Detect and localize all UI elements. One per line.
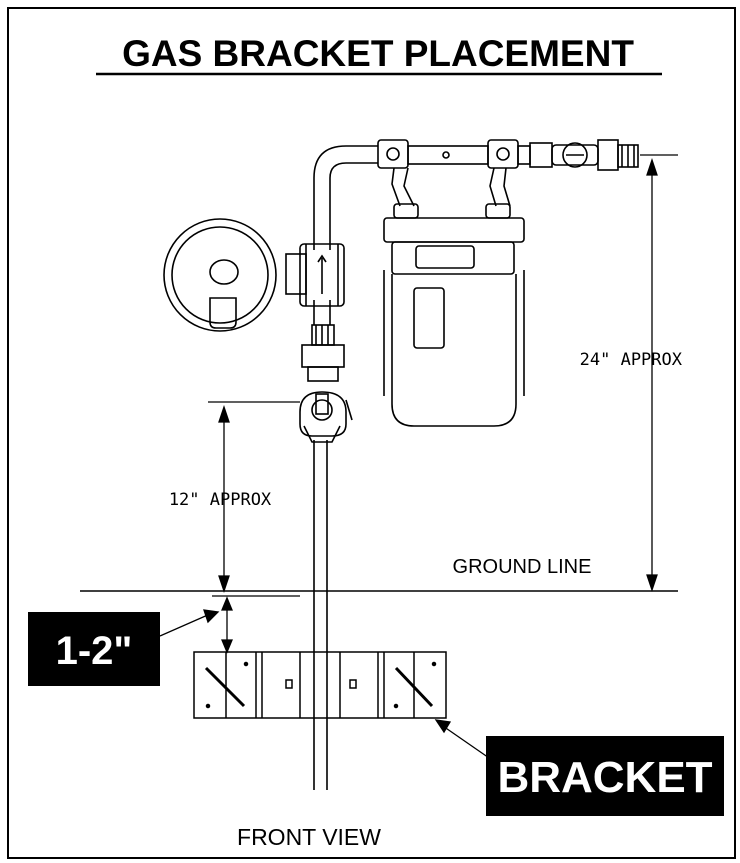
meter-manifold [377,139,639,219]
dimension-12in-label: 12" APPROX [169,490,272,510]
regulator-dial-outer [163,218,277,332]
depth-callout-label: 1-2" [56,629,133,673]
ground-line-label: GROUND LINE [453,556,592,578]
meter-index-window [413,287,445,349]
bracket-callout-box [486,736,724,816]
dimension-12in [208,401,300,594]
bracket-pointer [434,719,493,761]
depth-indicator [159,595,300,654]
riser-pipe [313,145,378,790]
shutoff-valve [299,324,353,443]
dimension-24in [640,154,678,593]
bracket [193,651,447,719]
gas-meter [383,217,525,427]
border [7,7,736,859]
bracket-callout-label: BRACKET [497,753,712,802]
diagram-title: GAS BRACKET PLACEMENT [122,33,634,74]
regulator-vent-icon [209,259,239,285]
view-label: FRONT VIEW [237,824,381,850]
depth-callout-box [28,612,160,686]
regulator [163,218,345,332]
regulator-dial-inner [171,226,269,324]
dimension-24in-label: 24" APPROX [580,350,683,370]
